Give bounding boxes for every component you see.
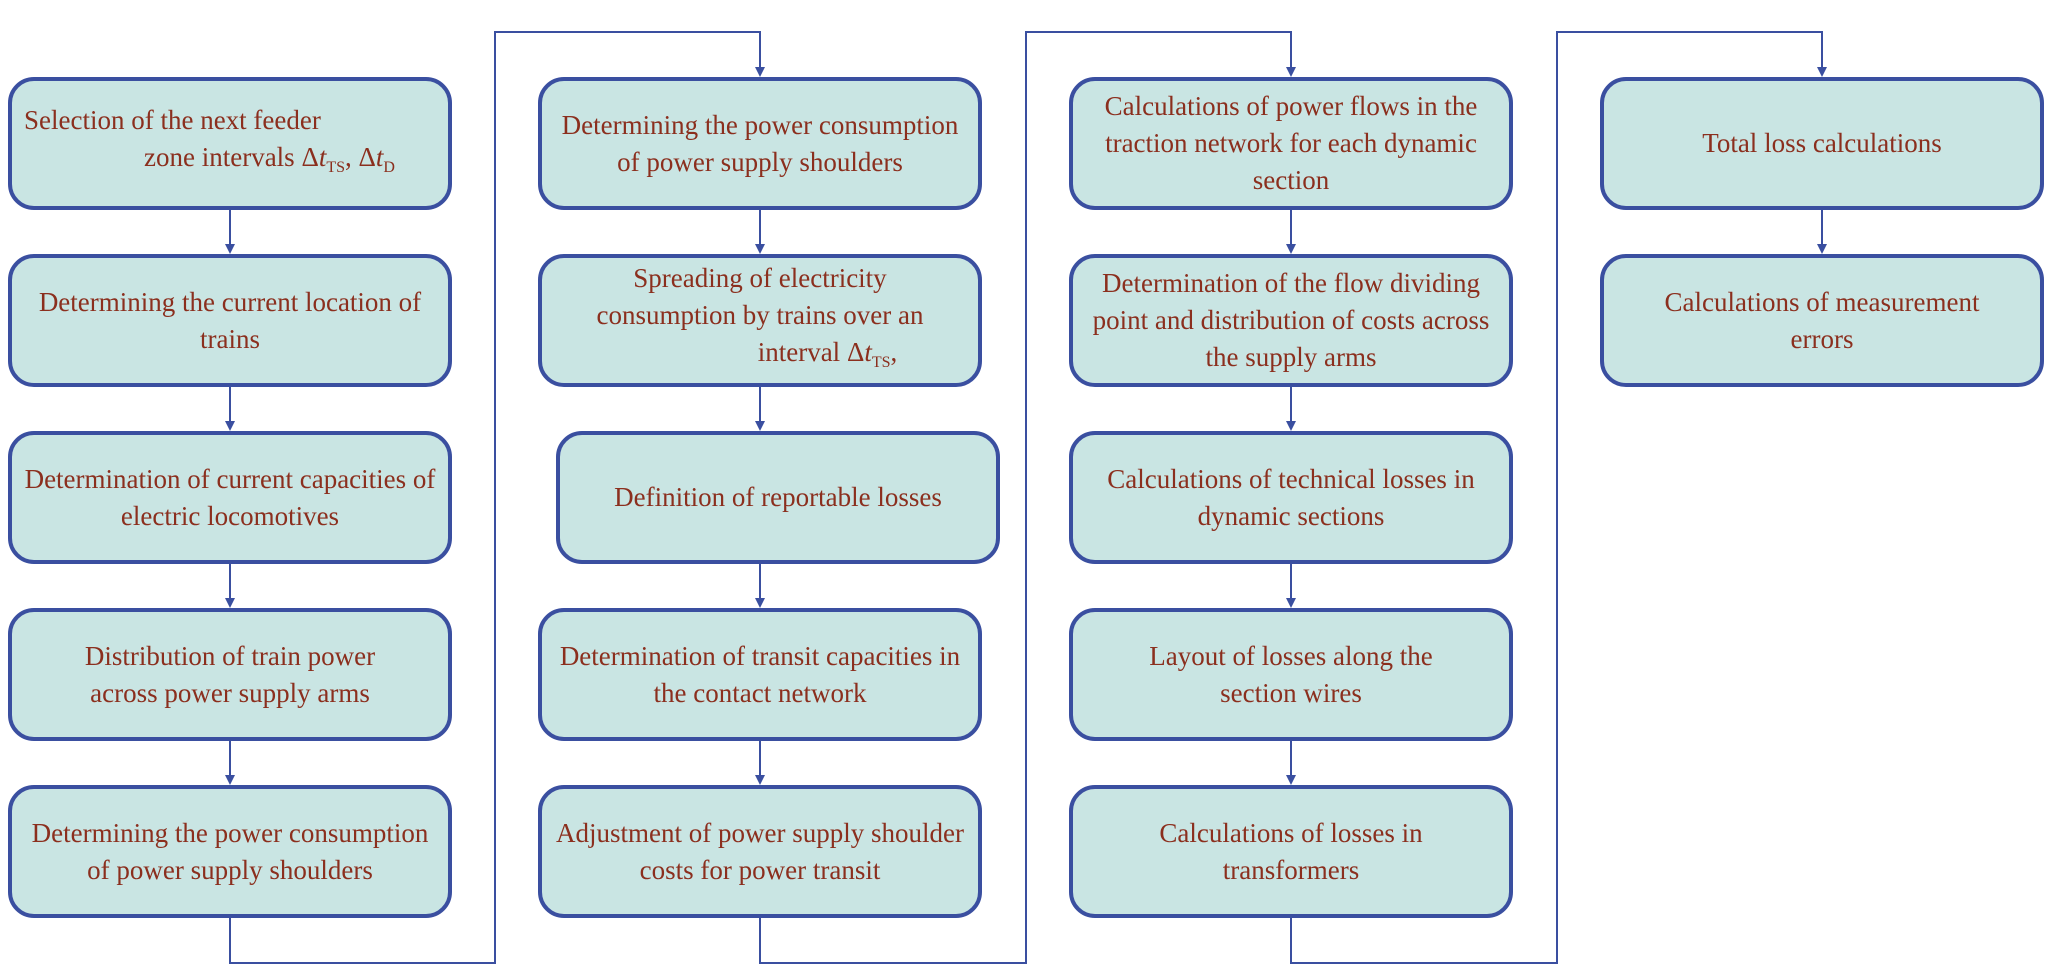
step-transformer-losses: Calculations of losses in transformers — [1069, 785, 1513, 918]
step-power-flows: Calculations of power flows in the tract… — [1069, 77, 1513, 210]
step-text: Determination of the flow dividing point… — [1092, 268, 1490, 372]
step-text: Determination of current capacities of e… — [24, 463, 436, 531]
subscript-d: D — [383, 158, 395, 176]
step-text: Definition of reportable losses — [614, 482, 942, 512]
t-symbol: t — [864, 337, 872, 367]
step-select-feeder-zone-intervals: Selection of the next feeder zone interv… — [8, 77, 452, 210]
suffix: , — [890, 337, 898, 367]
step-text: Layout of losses along the section wires — [1149, 640, 1433, 708]
step-text: Determining the power consumption of pow… — [561, 109, 959, 177]
step-transit-capacities: Determination of transit capacities in t… — [538, 608, 982, 741]
step-text: Determining the power consumption of pow… — [31, 817, 429, 885]
step-measurement-errors: Calculations of measurement errors — [1600, 254, 2044, 387]
t-symbol: t — [318, 141, 327, 172]
step-text: Calculations of power flows in the tract… — [1104, 91, 1478, 195]
step-train-power-distribution: Distribution of train power across power… — [8, 608, 452, 741]
step-text: Calculations of measurement errors — [1664, 286, 1980, 354]
step-text-line3: interval — [757, 337, 847, 367]
step-losses-layout: Layout of losses along the section wires — [1069, 608, 1513, 741]
step-text: Determining the current location of trai… — [38, 286, 422, 354]
step-total-loss: Total loss calculations — [1600, 77, 2044, 210]
link-col2-to-col3 — [759, 31, 1296, 964]
link-col3-to-col4 — [1290, 31, 1827, 964]
step-text: Total loss calculations — [1702, 128, 1942, 158]
step-shoulder-cost-adjustment: Adjustment of power supply shoulder cost… — [538, 785, 982, 918]
step-locomotive-capacities: Determination of current capacities of e… — [8, 431, 452, 564]
step-shoulder-power-consumption-2: Determining the power consumption of pow… — [538, 77, 982, 210]
delta-symbol: Δ — [301, 141, 319, 172]
subscript-ts: TS — [871, 354, 891, 371]
step-text: Distribution of train power across power… — [84, 640, 376, 708]
step-text: Adjustment of power supply shoulder cost… — [556, 817, 964, 885]
step-text-line1: Selection of the next feeder — [24, 104, 321, 135]
step-flow-dividing-point: Determination of the flow dividing point… — [1069, 254, 1513, 387]
step-technical-losses: Calculations of technical losses in dyna… — [1069, 431, 1513, 564]
step-text-line2: consumption by trains over an — [596, 300, 924, 330]
step-text: Determination of transit capacities in t… — [559, 640, 961, 708]
step-text-line2: zone intervals — [144, 141, 302, 172]
step-shoulder-power-consumption: Determining the power consumption of pow… — [8, 785, 452, 918]
link-col1-to-col2 — [229, 31, 765, 964]
step-text-line1: Spreading of electricity — [633, 263, 887, 293]
step-reportable-losses: Definition of reportable losses — [556, 431, 1000, 564]
delta-symbol: Δ — [846, 337, 865, 367]
step-current-train-location: Determining the current location of trai… — [8, 254, 452, 387]
separator: , — [345, 141, 359, 172]
step-spreading-consumption: Spreading of electricity consumption by … — [538, 254, 982, 387]
step-text: Calculations of losses in transformers — [1159, 817, 1423, 885]
delta-symbol: Δ — [358, 141, 376, 172]
subscript-ts: TS — [326, 158, 346, 176]
t-symbol: t — [375, 141, 384, 172]
step-text: Calculations of technical losses in dyna… — [1107, 463, 1475, 531]
